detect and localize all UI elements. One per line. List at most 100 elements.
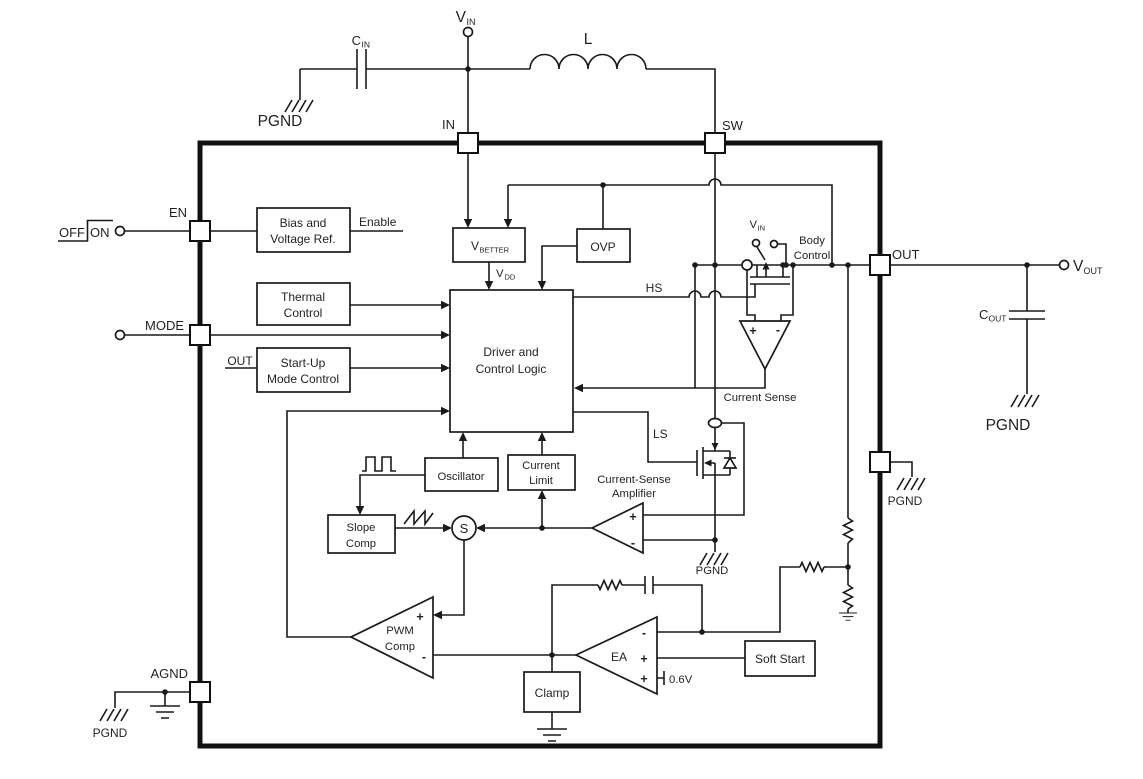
ea-plus-1: + [640,652,647,666]
wire-current-sense-out [583,369,766,389]
inductor-label: L [584,31,593,48]
arrow-current-limit-up [537,432,547,441]
pwm-comparator-triangle [349,595,434,680]
slope-comp-block [327,514,396,554]
arrow-current-sense [574,383,583,393]
pulse-waveform-glyph [362,456,396,472]
ea-label: EA [611,650,627,664]
arrow-summing-pwm [433,610,442,620]
arrow-current-limit-in [537,490,547,499]
summing-node [451,515,477,541]
vref-label: 0.6V [669,674,693,686]
pwm-comp-label-1: PWM [386,625,414,637]
thermal-label-2: Control [284,306,323,320]
vin-terminal [462,26,474,38]
hs-sense-bubble [741,259,753,271]
current-limit-block [507,454,576,491]
sawtooth-waveform-glyph [403,508,434,527]
arrow-hs-body [762,262,770,270]
wire-summing-to-pwm [442,540,465,616]
pgnd-agnd-label: PGND [93,726,128,740]
in-pin-label: IN [442,117,455,132]
pin-mode [189,324,211,346]
inductor-coil [529,53,647,70]
arrow-startup [441,363,450,373]
cout-capacitor [1009,310,1045,320]
ls-label: LS [653,427,668,441]
pin-in [457,132,479,154]
hs-label: HS [646,281,663,295]
pwm-comp-label-2: Comp [385,641,415,653]
vin-label-sub: IN [467,17,476,27]
wire-ea-minus [657,566,848,633]
vbetter-block [452,227,526,263]
ea-minus: - [642,626,646,640]
ls-mosfet [696,447,731,552]
cs-hs-plus: + [749,324,756,338]
startup-mode-control-block [256,347,351,393]
earth-ground-divider [838,612,858,621]
pgnd-right-label: PGND [888,494,923,508]
error-amp-triangle [574,615,658,696]
arrow-vdd [484,281,494,290]
wire-oscillator-pulse [359,474,425,506]
wire-pwm-feedback [286,410,441,638]
wire-pgnd-right-pin [890,461,913,477]
startup-label-2: Mode Control [267,372,339,386]
wire-ea-vref [657,671,665,685]
current-sense-ls-amp-triangle [590,501,644,555]
cin-label-sub: IN [362,40,371,50]
vbetter-label: V [471,239,479,253]
pgnd-ls-label: PGND [696,565,729,577]
wire-out-sense-to-vbetter [507,178,833,265]
soft-start-label: Soft Start [755,652,806,666]
cs-amp-label-2: Amplifier [612,488,656,500]
vout-terminal [1058,259,1070,271]
oscillator-label: Oscillator [437,471,484,483]
pgnd-symbol-output [1010,394,1040,408]
pwm-minus: - [422,650,426,664]
arrow-ls-body [704,459,712,467]
mode-pin-label: MODE [145,318,184,333]
pwm-plus: + [416,610,423,624]
arrow-pulse-slope [355,506,365,515]
pgnd-symbol-input [284,99,314,113]
sw-pin-label: SW [722,118,744,133]
earth-ground-clamp [536,728,568,742]
pin-en [189,220,211,242]
cs-ls-plus: + [629,510,636,524]
hs-mosfet [750,265,790,285]
en-pin-label: EN [169,205,187,220]
vin-label: V [456,9,467,26]
vdd-label: V [496,268,504,280]
slope-comp-label-2: Comp [346,538,376,550]
out-pin-label: OUT [892,247,920,262]
pgnd-symbol-agnd [99,708,129,722]
arrow-in-vbetter [463,219,473,228]
arrow-ovp [537,281,547,290]
arrowheads [355,219,770,620]
wire-ls-gate [573,411,697,463]
cs-ls-minus: - [631,536,635,550]
comp-capacitor [644,576,654,594]
vout-label: V [1073,258,1084,275]
thermal-control-block [256,282,351,326]
ea-plus-2: + [640,672,647,686]
vout-label-sub: OUT [1084,266,1104,276]
ls-sense-bubble [707,417,723,429]
ic-boundary [197,140,883,749]
arrow-slope-summing [443,523,452,533]
arrow-out-vbetter [503,219,513,228]
slope-comp-label-1: Slope [347,522,376,534]
ovp-label: OVP [590,240,615,254]
pin-agnd [189,681,211,703]
earth-ground-agnd [149,705,181,719]
driver-label-2: Control Logic [476,362,547,376]
cin-label: C [352,33,361,48]
wire-compensation [551,584,703,655]
comp-resistor [597,578,623,592]
oscillator-block [424,457,499,492]
arrow-thermal [441,300,450,310]
